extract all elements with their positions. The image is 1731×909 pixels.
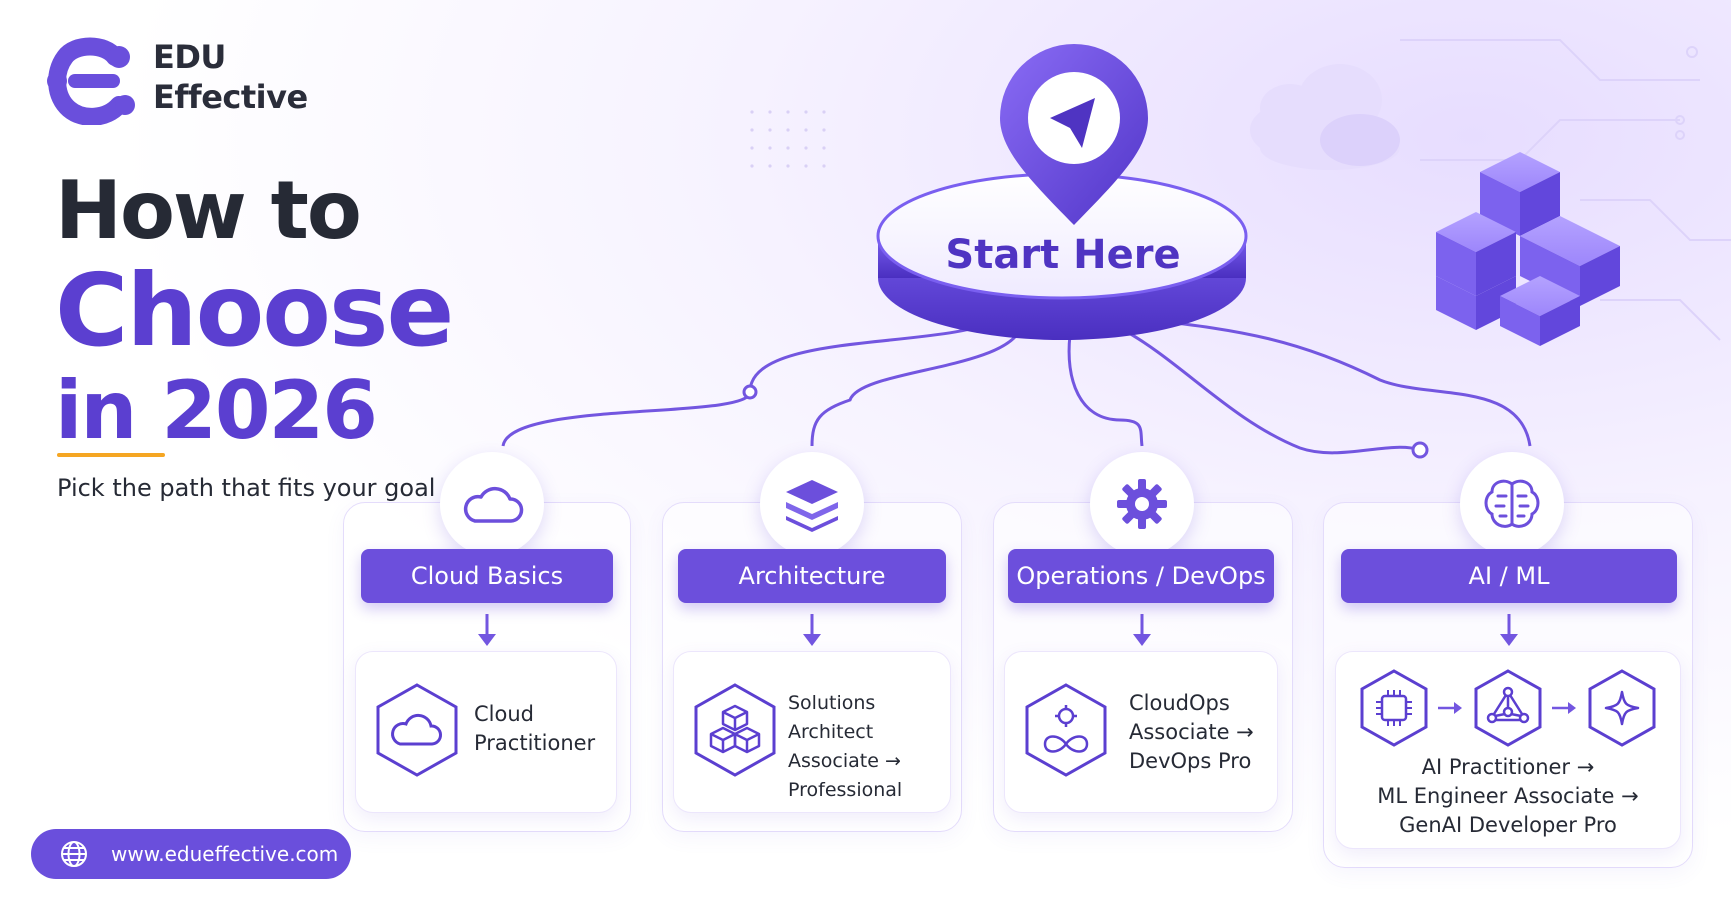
layers-icon [786, 480, 838, 532]
cert-line: Solutions Architect [788, 692, 876, 743]
cert-line: Associate → [788, 750, 901, 772]
cert-line: Associate → [1129, 720, 1254, 744]
category-icon-badge [1090, 452, 1194, 556]
sparkle-hexagon-icon [1588, 669, 1656, 747]
page-headline: How to Choose in 2026 [55, 164, 454, 457]
cert-name: Cloud Practitioner [474, 700, 595, 758]
category-button-operations-devops[interactable]: Operations / DevOps [1008, 549, 1274, 603]
globe-icon [61, 841, 87, 867]
tagline: Pick the path that fits your goal [57, 474, 436, 502]
arrow-down-icon [478, 614, 496, 646]
category-button-ai-ml[interactable]: AI / ML [1341, 549, 1677, 603]
cloud-decoration [1250, 64, 1400, 170]
brand-line-2: Effective [153, 78, 308, 116]
brain-icon [1484, 479, 1540, 528]
category-button-cloud-basics[interactable]: Cloud Basics [361, 549, 613, 603]
connector-nodes [742, 384, 1429, 459]
ai-ml-track-icons [1360, 669, 1656, 747]
start-here-label: Start Here [945, 232, 1181, 278]
arrow-down-icon [1500, 614, 1518, 646]
chip-hexagon-icon [1360, 669, 1428, 747]
cloud-icon [463, 486, 524, 523]
cert-name: CloudOps Associate → DevOps Pro [1129, 689, 1254, 776]
gear-icon [1117, 479, 1167, 529]
accent-underline [57, 453, 165, 457]
cert-card-cloudops-devops[interactable]: CloudOps Associate → DevOps Pro [1004, 651, 1278, 813]
headline-line-1: How to [55, 164, 362, 257]
cert-line: GenAI Developer Pro [1399, 813, 1617, 837]
cert-line: DevOps Pro [1129, 749, 1252, 773]
cert-name: AI Practitioner → ML Engineer Associate … [1336, 753, 1680, 840]
dot-grid-decoration [750, 110, 826, 168]
cert-line: AI Practitioner → [1421, 755, 1595, 779]
cubes-decoration [1436, 152, 1620, 346]
cert-line: ML Engineer Associate → [1377, 784, 1639, 808]
cert-line: Cloud [474, 702, 534, 726]
cloud-hexagon-icon [376, 683, 458, 777]
brand-name: EDU Effective [153, 37, 308, 117]
network-hexagon-icon [1474, 669, 1542, 747]
brand-line-1: EDU [153, 38, 226, 76]
cubes-hexagon-icon [694, 683, 776, 777]
cert-card-ai-ml-track[interactable]: AI Practitioner → ML Engineer Associate … [1335, 651, 1681, 849]
category-button-architecture[interactable]: Architecture [678, 549, 946, 603]
edu-logo-mark-icon [47, 37, 135, 126]
cert-card-solutions-architect[interactable]: Solutions Architect Associate → Professi… [673, 651, 951, 813]
arrow-down-icon [1133, 614, 1151, 646]
headline-line-2: Choose [55, 252, 454, 369]
start-disc [876, 172, 1248, 340]
category-icon-badge [440, 452, 544, 556]
cert-line: Professional [788, 779, 903, 801]
path-connectors [501, 316, 1532, 455]
headline-line-3: in 2026 [55, 364, 378, 457]
category-icon-badge [760, 452, 864, 556]
cert-line: CloudOps [1129, 691, 1230, 715]
brand-logo[interactable]: EDU Effective [45, 35, 365, 126]
cert-line: Practitioner [474, 731, 596, 755]
cert-card-cloud-practitioner[interactable]: Cloud Practitioner [355, 651, 617, 813]
arrow-down-icon [803, 614, 821, 646]
cert-name: Solutions Architect Associate → Professi… [788, 689, 950, 805]
circuit-lines-decoration [1400, 39, 1731, 341]
location-pin-icon [1000, 44, 1148, 225]
gear-infinity-hexagon-icon [1025, 683, 1107, 777]
website-link[interactable]: www.edueffective.com [31, 829, 351, 879]
category-icon-badge [1460, 452, 1564, 556]
website-url: www.edueffective.com [111, 842, 339, 866]
